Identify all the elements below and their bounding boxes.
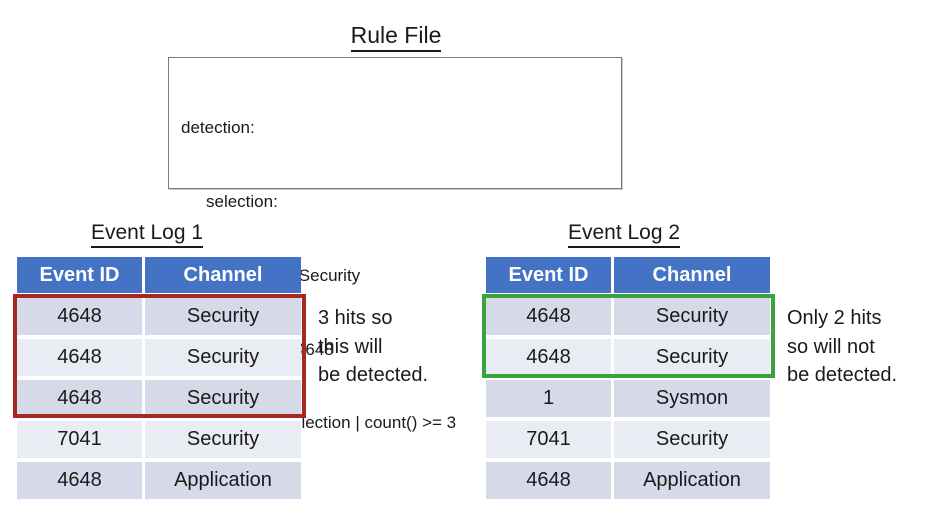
table-cell: Application (614, 462, 770, 499)
event-log-2-title-text: Event Log 2 (567, 221, 681, 248)
table-cell: 4648 (486, 298, 611, 335)
table-cell: 4648 (486, 339, 611, 376)
table-cell: 4648 (17, 380, 142, 417)
log1-header-event-id: Event ID (17, 257, 142, 293)
rule-line: detection: (181, 118, 255, 138)
log1-note: 3 hits so this will be detected. (318, 304, 428, 390)
table-cell: 4648 (17, 298, 142, 335)
rule-file-title-text: Rule File (350, 22, 442, 52)
table-cell: Security (614, 421, 770, 458)
rule-file-code-box: detection: selection: Channel: Security … (168, 57, 622, 432)
table-cell: 4648 (17, 339, 142, 376)
event-log-1-table: Event ID Channel 4648 Security 4648 Secu… (17, 257, 301, 499)
event-log-1-title-text: Event Log 1 (90, 221, 204, 248)
table-cell: 7041 (17, 421, 142, 458)
table-cell: Security (614, 339, 770, 376)
log2-note-line: Only 2 hits (787, 307, 882, 329)
log2-header-event-id: Event ID (486, 257, 611, 293)
table-cell: Security (145, 380, 301, 417)
log2-note-line: be detected. (787, 364, 898, 386)
table-cell: 7041 (486, 421, 611, 458)
event-log-2-title: Event Log 2 (482, 221, 766, 248)
log1-header-channel: Channel (145, 257, 301, 293)
table-cell: 4648 (486, 462, 611, 499)
log1-note-line: be detected. (318, 364, 429, 386)
table-cell: Application (145, 462, 301, 499)
table-cell: 4648 (17, 462, 142, 499)
log2-header-channel: Channel (614, 257, 770, 293)
rule-file-title: Rule File (168, 22, 624, 52)
log2-note: Only 2 hits so will not be detected. (787, 304, 897, 390)
table-cell: Sysmon (614, 380, 770, 417)
table-cell: Security (614, 298, 770, 335)
log1-note-line: 3 hits so (318, 307, 393, 329)
log1-note-line: this will (318, 335, 383, 358)
event-log-1-title: Event Log 1 (5, 221, 289, 248)
table-cell: Security (145, 298, 301, 335)
log2-note-line: so will not (787, 335, 875, 358)
table-cell: Security (145, 421, 301, 458)
table-cell: Security (145, 339, 301, 376)
rule-line: selection: (206, 191, 278, 211)
table-cell: 1 (486, 380, 611, 417)
event-log-2-table: Event ID Channel 4648 Security 4648 Secu… (486, 257, 770, 499)
